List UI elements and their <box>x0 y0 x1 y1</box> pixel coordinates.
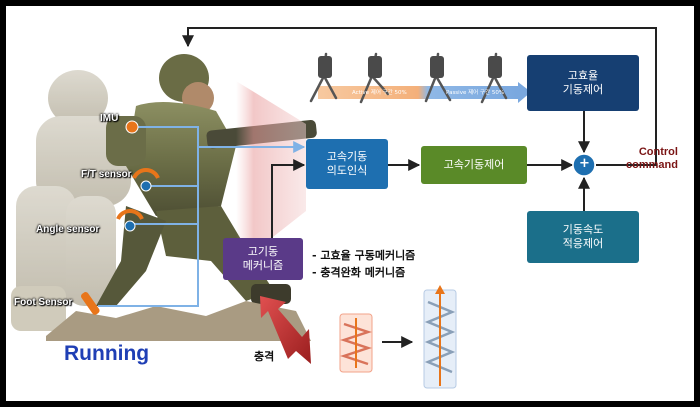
ft-sensor-marker <box>132 168 160 192</box>
active-phase-label: Active 제어 구간 50% <box>352 90 407 96</box>
passive-phase-label: Passive 제어 구간 50% <box>446 90 505 96</box>
foot-sensor-marker <box>81 292 100 315</box>
speed-adaptive-control-box: 기동속도 적응제어 <box>527 211 639 263</box>
intent-recognition-box: 고속기동 의도인식 <box>306 139 388 189</box>
ft-sensor-label: F/T sensor <box>81 169 132 180</box>
mechanism-bullet-2: - 충격완화 메커니즘 <box>312 266 406 279</box>
foot-sensor-label: Foot Sensor <box>14 297 73 308</box>
mechanism-bullet-1: - 고효율 구동메커니즘 <box>312 249 416 262</box>
flow-arrows <box>182 27 657 348</box>
gait-strip-image <box>309 52 531 104</box>
high-speed-control-box: 고속기동제어 <box>421 146 527 184</box>
diagram-graphics <box>11 27 657 389</box>
high-efficiency-control-box: 고효율 기동제어 <box>527 55 639 111</box>
control-command-line-1: Control <box>638 146 678 158</box>
control-command-label: Control command <box>626 146 678 172</box>
summing-symbol: + <box>579 156 590 171</box>
mechanism-label: 고기동 메커니즘 <box>242 245 284 272</box>
imu-label: IMU <box>100 113 119 124</box>
impact-arrow <box>260 296 311 364</box>
rocks-image <box>46 301 311 341</box>
sensor-wires <box>98 126 306 307</box>
angle-sensor-marker <box>116 209 144 232</box>
intent-recognition-label: 고속기동 의도인식 <box>326 150 368 177</box>
control-command-line-2: command <box>626 159 678 171</box>
mechanism-box: 고기동 메커니즘 <box>223 238 303 280</box>
angle-sensor-label: Angle sensor <box>36 224 100 235</box>
high-speed-control-label: 고속기동제어 <box>443 158 505 171</box>
running-label: Running <box>64 342 150 365</box>
spring-extended-image <box>423 285 457 389</box>
spring-compressed-image <box>339 313 373 373</box>
speed-adaptive-control-label: 기동속도 적응제어 <box>562 223 604 250</box>
impact-label: 충격 <box>254 350 275 363</box>
summing-junction <box>572 153 596 177</box>
imu-marker <box>125 120 139 134</box>
diagram-canvas: IMU F/T sensor Angle sensor Foot Sensor … <box>6 6 694 401</box>
high-efficiency-control-label: 고효율 기동제어 <box>562 69 604 96</box>
